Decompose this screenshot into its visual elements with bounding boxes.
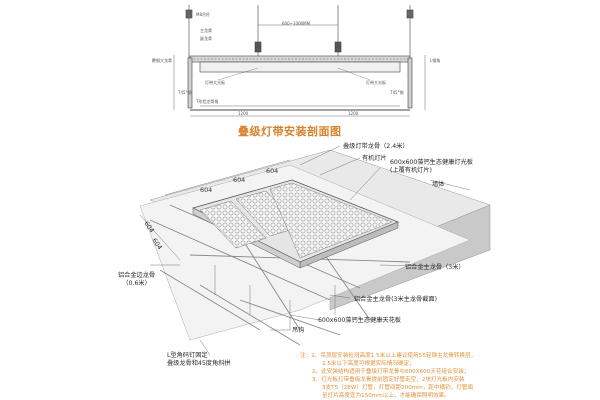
dim-604-3: 604 — [266, 167, 279, 175]
note-line: 3支T5（28W）灯管，灯管间距200mm，距中横钓，灯管面 — [322, 385, 474, 391]
dim-604-1: 604 — [200, 186, 213, 194]
label-rod: M8吊杆 — [196, 12, 210, 17]
label-edge-right: T45°钢 — [390, 90, 404, 95]
note-line: 3、灯光板灯带叠级龙骨提前固定好管走空，2块灯光板内安装 — [312, 377, 465, 383]
isometric-drawing — [139, 145, 491, 356]
label-wall-keel: 覆钢大龙骨 — [152, 58, 172, 63]
label-clip: L型角码钉固定 叠级龙骨和45度角斜拼 — [167, 352, 231, 367]
note-line: 注：1、吊顶层安装检测高度1.5米以上建议使用55轻钢主龙骨转换层， — [300, 353, 477, 359]
label-ceiling-panel: 600x600藻钙生态健康天花板 — [318, 317, 401, 324]
label-edge-keel-right: 铝合金主龙骨（3米） — [405, 264, 465, 271]
label-angle: L钢角 — [430, 58, 441, 63]
label-wall: 墙体 — [432, 181, 445, 188]
label-hanger: 吊钩 — [292, 327, 305, 334]
label-dim-top: 600~1000MM — [282, 21, 311, 26]
label-dim-left: 1200 — [238, 111, 249, 116]
rod-clip — [254, 41, 262, 53]
label-main-keel-bottom: 铝合金主龙骨(3米主龙骨截面) — [354, 296, 438, 303]
label-light-frame: 有机灯片 — [362, 155, 387, 162]
label-light-right: 灯带大光板 — [366, 80, 386, 85]
note-line: 2、此安装结构适用于叠级灯带龙骨与600X600天花组合安装； — [312, 369, 470, 375]
iso-dim-lines — [139, 159, 291, 261]
label-main-keel: 主龙骨 — [200, 28, 212, 33]
side-drop-left — [187, 57, 193, 109]
note-line: 1.5米以下高度可根据实际情况确定； — [322, 361, 415, 367]
label-light-left: 灯带大光板 — [205, 80, 225, 85]
note-line: 至灯片高度宜为150mm以上，才能确保照明效果。 — [322, 393, 450, 399]
rod-clip — [185, 9, 193, 19]
label-cross-keel: 副龙骨 — [200, 36, 212, 41]
section-drawing — [173, 5, 426, 117]
side-drop-right — [407, 57, 413, 109]
label-bottom-note: T形铝龙骨角 — [196, 99, 219, 104]
label-edge-left: T45°钢 — [178, 90, 192, 95]
lamp-panel-3 — [269, 182, 393, 259]
light-box — [199, 61, 401, 73]
label-edge-keel-left: 铝合金边龙骨 （0.6米） — [118, 272, 156, 287]
lamp-panel-1 — [199, 200, 267, 249]
label-panel: 600x600藻钙生态健康灯光板 (上覆有机灯片) — [390, 159, 473, 174]
rod-clip — [334, 41, 342, 53]
label-keel-main: 叠级灯带龙骨（2.4米） — [343, 143, 409, 150]
leader-lines — [150, 145, 471, 356]
notes-block: 注：1、吊顶层安装检测高度1.5米以上建议使用55轻钢主龙骨转换层， 1.5米以… — [300, 352, 595, 400]
rod-clip — [406, 9, 414, 19]
section-title: 叠级灯带安装剖面图 — [238, 125, 342, 138]
label-dim-right: 1200 — [348, 111, 359, 116]
dim-604-2: 604 — [233, 176, 246, 184]
